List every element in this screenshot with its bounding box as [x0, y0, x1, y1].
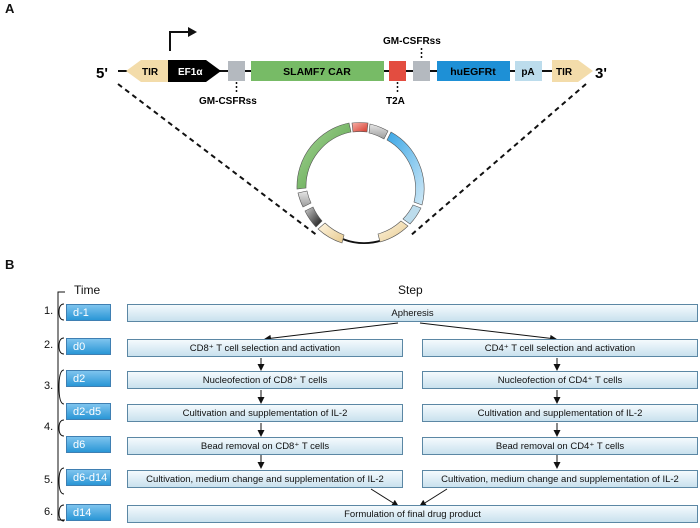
plasmid-t2a — [351, 122, 369, 133]
step-cd4-bead-removal: Bead removal on CD4⁺ T cells — [422, 437, 698, 455]
ef1a-label: EF1α — [178, 67, 203, 78]
step-cd4-cultivation: Cultivation and supplementation of IL-2 — [422, 404, 698, 422]
step-cd4-medium-change: Cultivation, medium change and supplemen… — [422, 470, 698, 488]
step-cd4-nucleofection: Nucleofection of CD4⁺ T cells — [422, 371, 698, 389]
plasmid-car — [296, 122, 352, 190]
time-d2: d2 — [66, 370, 111, 387]
tir-right-label: TIR — [556, 67, 573, 78]
dashed-line-left — [117, 83, 319, 237]
plasmid-gmcsf-top — [368, 123, 389, 140]
panel-b-label: B — [5, 257, 15, 272]
time-d-1: d-1 — [66, 304, 111, 321]
slamf7-car — [251, 61, 384, 81]
slamf7-car-label: SLAMF7 CAR — [283, 66, 351, 78]
huegfrt-block — [437, 61, 510, 81]
step-cd8-selection: CD8⁺ T cell selection and activation — [127, 339, 403, 357]
flow-connectors — [57, 291, 561, 522]
panel-b: B Time Step — [0, 250, 700, 528]
panel-a-label: A — [5, 1, 15, 16]
pa-label: pA — [521, 67, 534, 78]
step-header: Step — [398, 283, 423, 297]
time-d2-d5: d2-d5 — [66, 403, 111, 420]
vector-diagram: 5' 3' TIR EF1α GM-CSFRss SLAMF7 CAR T2A … — [96, 27, 607, 244]
step-cd8-bead-removal: Bead removal on CD8⁺ T cells — [127, 437, 403, 455]
gmcsfrss-1 — [228, 61, 245, 81]
plasmid-gmcsf-bottom — [297, 190, 312, 208]
step-cd8-nucleofection: Nucleofection of CD8⁺ T cells — [127, 371, 403, 389]
tir-left — [126, 60, 168, 82]
tir-left-label: TIR — [142, 67, 159, 78]
tir-right — [552, 60, 593, 82]
step-final-formulation: Formulation of final drug product — [127, 505, 698, 523]
plasmid-ring — [296, 122, 425, 244]
gmcsfrss-2 — [413, 61, 430, 81]
ef1a-promoter — [168, 60, 221, 82]
plasmid-egfrt — [386, 131, 425, 206]
plasmid-pa — [402, 204, 422, 225]
step-cd4-selection: CD4⁺ T cell selection and activation — [422, 339, 698, 357]
row-number-3: 3. — [44, 380, 54, 392]
time-d6: d6 — [66, 436, 111, 453]
row-number-1: 1. — [44, 305, 54, 317]
t2a-label: T2A — [386, 96, 405, 107]
three-prime-label: 3' — [595, 65, 607, 82]
gmcsf-top-label: GM-CSFRss — [383, 36, 441, 47]
row-braces — [58, 303, 65, 522]
step-apheresis: Apheresis — [127, 304, 698, 322]
time-d6-d14: d6-d14 — [66, 469, 111, 486]
row-number-2: 2. — [44, 339, 54, 351]
plasmid-tir-right — [377, 220, 409, 243]
pa-block — [515, 61, 542, 81]
plasmid-ef1a — [304, 206, 323, 228]
flow-arrows — [257, 322, 561, 507]
panel-a: A 5' 3' — [0, 0, 700, 255]
time-d14: d14 — [66, 504, 111, 521]
plasmid-tir-left — [317, 222, 345, 244]
dashed-line-right — [409, 83, 587, 237]
time-header: Time — [74, 283, 101, 297]
row-number-5: 5. — [44, 474, 54, 486]
time-d0: d0 — [66, 338, 111, 355]
five-prime-label: 5' — [96, 65, 108, 82]
step-cd8-cultivation: Cultivation and supplementation of IL-2 — [127, 404, 403, 422]
t2a-block — [389, 61, 406, 81]
row-number-4: 4. — [44, 421, 54, 433]
row-number-6: 6. — [44, 506, 54, 518]
huegfrt-label: huEGFRt — [450, 66, 496, 78]
promoter-arrow-icon — [169, 31, 190, 51]
step-cd8-medium-change: Cultivation, medium change and supplemen… — [127, 470, 403, 488]
promoter-arrowhead-icon — [188, 27, 197, 37]
gmcsf-bottom-label: GM-CSFRss — [199, 96, 257, 107]
